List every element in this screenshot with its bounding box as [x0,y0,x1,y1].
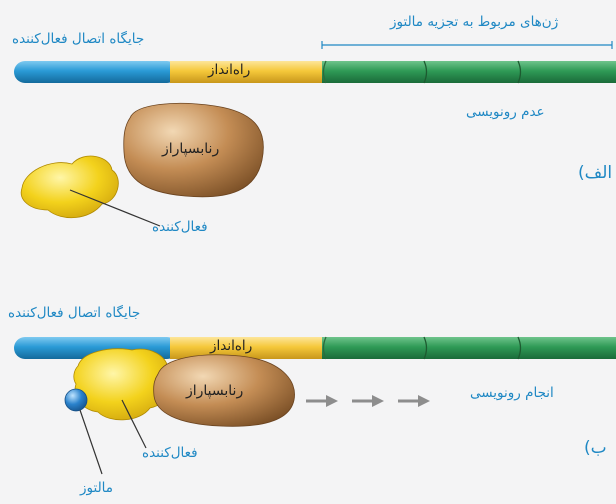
rna-polymerase-b [153,354,295,427]
polymerase-label-b: رنابسپاراز [186,383,244,399]
gene-segment [322,61,616,83]
rna-polymerase-a [123,102,264,198]
activator-site-label-a: جایگاه اتصال فعال‌کننده [12,31,145,47]
activator-b [73,348,173,421]
status-text-a: عدم رونویسی [466,104,545,120]
gene-region-label: ژن‌های مربوط به تجزیه مالتوز [390,14,559,30]
promoter-label-a: راه‌انداز [208,62,251,78]
activator-a [20,155,119,219]
transcription-arrows [306,395,430,407]
activator-label-b: فعال‌کننده [142,445,198,461]
activator-site-segment [14,61,178,83]
promoter-segment [170,61,326,83]
status-text-b: انجام رونویسی [470,385,554,401]
gene-region-bracket [321,41,613,49]
maltose-label: مالتوز [80,480,114,496]
promoter-label-b: راه‌انداز [210,338,253,354]
polymerase-label-a: رنابسپاراز [162,141,220,157]
panel-label-b: ب) [584,438,607,458]
activator-label-a: فعال‌کننده [152,219,208,235]
dna-strand-a [14,60,616,84]
maltose-molecule [64,388,88,412]
panel-label-a: الف) [578,163,613,183]
activator-site-label-b: جایگاه اتصال فعال‌کننده [8,305,141,321]
